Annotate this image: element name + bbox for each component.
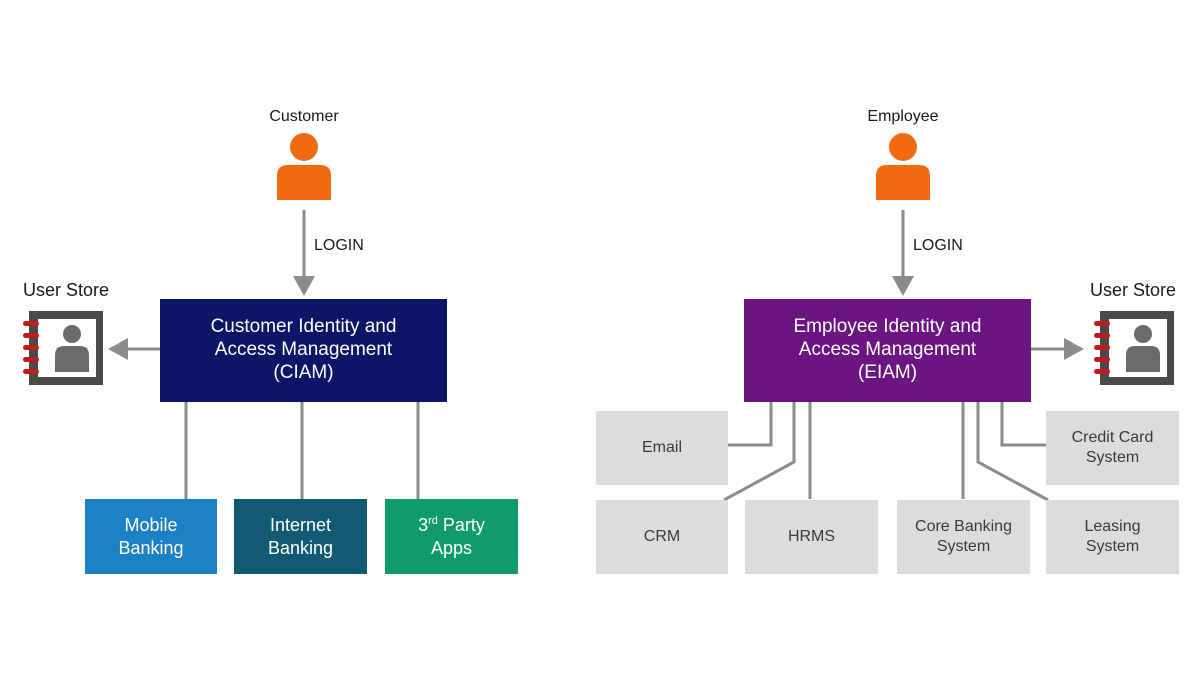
credit-card-system-box: Credit Card System: [1046, 411, 1179, 485]
mobile-banking-label: Mobile Banking: [118, 515, 184, 558]
leasing-system-label: Leasing System: [1084, 518, 1141, 555]
crm-system-box: CRM: [596, 500, 728, 574]
employee-contact-book-icon: [1094, 311, 1174, 385]
employee-label: Employee: [867, 108, 939, 125]
employee-user-store-label: User Store: [1090, 280, 1177, 300]
eiam-box: Employee Identity and Access Management …: [744, 299, 1031, 402]
customer-contact-book-icon: [23, 311, 103, 385]
employee-login-arrowhead: [892, 276, 914, 296]
ciam-box: Customer Identity and Access Management …: [160, 299, 447, 402]
eiam-crm-connector: [723, 402, 796, 502]
eiam-leasing-connector: [976, 402, 1049, 502]
ciam-store-arrowhead: [108, 338, 128, 360]
core-banking-system-label: Core Banking System: [915, 518, 1012, 555]
email-system-box: Email: [596, 411, 728, 485]
hrms-system-label: HRMS: [787, 528, 836, 545]
internet-banking-label: Internet Banking: [267, 515, 334, 558]
third-party-number: 3: [418, 515, 429, 535]
ciam-title: Customer Identity and Access Management …: [210, 316, 397, 383]
third-party-ordinal: rd: [428, 515, 438, 527]
third-party-apps-word: Apps: [430, 537, 473, 558]
customer-login-label: LOGIN: [314, 237, 364, 254]
customer-person-icon: [277, 133, 331, 200]
credit-card-system-label: Credit Card System: [1071, 429, 1154, 466]
employee-login-label: LOGIN: [913, 237, 963, 254]
hrms-system-box: HRMS: [745, 500, 878, 574]
email-system-label: Email: [641, 439, 682, 456]
third-party-party-word: Party: [437, 515, 485, 535]
mobile-banking-box: Mobile Banking: [85, 499, 217, 574]
eiam-email-connector: [728, 402, 773, 447]
eiam-title: Employee Identity and Access Management …: [793, 316, 982, 383]
internet-banking-box: Internet Banking: [234, 499, 367, 574]
eiam-creditcard-connector: [1000, 402, 1046, 447]
customer-user-store-label: User Store: [23, 280, 110, 300]
employee-person-icon: [876, 133, 930, 200]
customer-label: Customer: [269, 108, 339, 125]
customer-login-arrowhead: [293, 276, 315, 296]
eiam-store-arrowhead: [1064, 338, 1084, 360]
crm-system-label: CRM: [643, 528, 681, 545]
core-banking-system-box: Core Banking System: [897, 500, 1030, 574]
leasing-system-box: Leasing System: [1046, 500, 1179, 574]
